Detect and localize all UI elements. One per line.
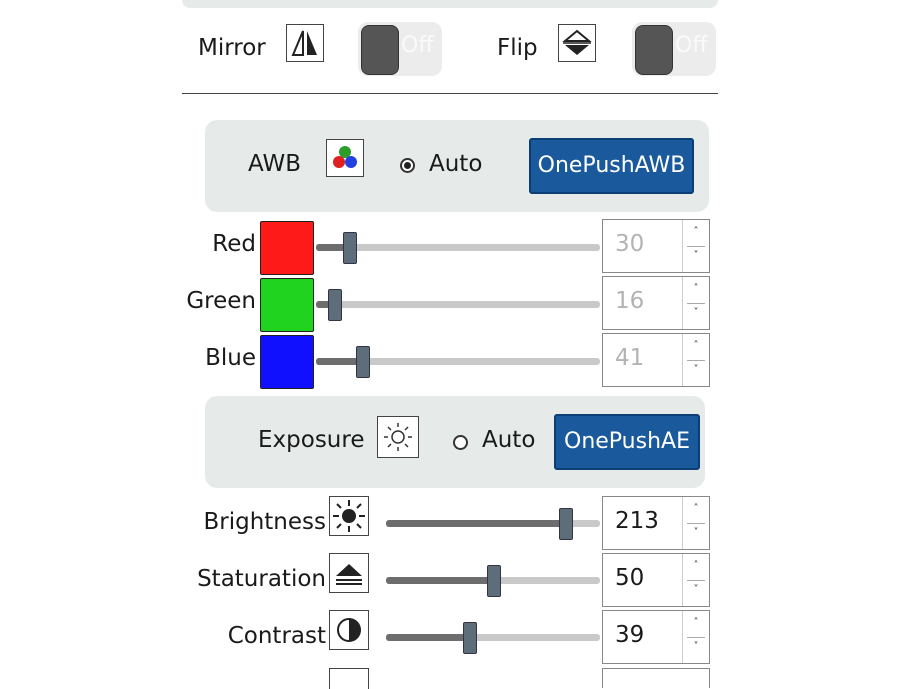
chevron-up-icon[interactable]: ˄ xyxy=(693,560,699,571)
chevron-up-icon[interactable]: ˄ xyxy=(693,283,699,294)
blue-swatch xyxy=(260,335,314,389)
flip-toggle-knob xyxy=(635,25,673,75)
awb-icon xyxy=(326,139,364,177)
red-spinbox[interactable]: 30˄˅ xyxy=(602,219,710,273)
red-slider-fill xyxy=(316,244,350,251)
brightness-slider-fill xyxy=(386,520,565,527)
flip-label: Flip xyxy=(497,35,538,61)
next-row-spinbox xyxy=(602,668,710,688)
red-swatch xyxy=(260,221,314,275)
brightness-slider-thumb[interactable] xyxy=(558,508,573,540)
contrast-spin-arrows[interactable]: ˄˅ xyxy=(682,611,709,663)
staturation-spin-arrows[interactable]: ˄˅ xyxy=(682,554,709,606)
next-row-icon xyxy=(329,668,369,689)
blue-spin-arrows[interactable]: ˄˅ xyxy=(682,334,709,386)
previous-panel-edge xyxy=(182,0,718,8)
blue-label: Blue xyxy=(205,345,256,371)
mirror-toggle-state: Off xyxy=(401,33,434,58)
green-swatch xyxy=(260,278,314,332)
chevron-up-icon[interactable]: ˄ xyxy=(693,340,699,351)
mirror-toggle-knob xyxy=(361,25,399,75)
green-slider-track[interactable] xyxy=(316,301,600,308)
green-spin-arrows[interactable]: ˄˅ xyxy=(682,277,709,329)
awb-label: AWB xyxy=(248,151,301,177)
awb-auto-label: Auto xyxy=(429,151,483,177)
blue-spinbox[interactable]: 41˄˅ xyxy=(602,333,710,387)
chevron-down-icon[interactable]: ˅ xyxy=(693,527,699,538)
red-value: 30 xyxy=(615,231,645,257)
contrast-icon xyxy=(329,610,369,650)
contrast-value: 39 xyxy=(615,622,645,648)
spin-divider xyxy=(687,303,705,304)
red-slider-thumb[interactable] xyxy=(343,232,358,264)
mirror-label: Mirror xyxy=(198,35,266,61)
chevron-down-icon[interactable]: ˅ xyxy=(693,364,699,375)
staturation-label: Staturation xyxy=(197,566,326,592)
chevron-up-icon[interactable]: ˄ xyxy=(693,503,699,514)
brightness-label: Brightness xyxy=(203,509,326,535)
green-label: Green xyxy=(186,288,256,314)
chevron-up-icon[interactable]: ˄ xyxy=(693,617,699,628)
green-value: 16 xyxy=(615,288,645,314)
red-label: Red xyxy=(212,231,256,257)
staturation-slider-fill xyxy=(386,577,493,584)
blue-value: 41 xyxy=(615,345,645,371)
chevron-up-icon[interactable]: ˄ xyxy=(693,226,699,237)
brightness-value: 213 xyxy=(615,508,659,534)
blue-slider-fill xyxy=(316,358,362,365)
mirror-icon xyxy=(286,24,324,62)
chevron-down-icon[interactable]: ˅ xyxy=(693,250,699,261)
staturation-value: 50 xyxy=(615,565,645,591)
chevron-down-icon[interactable]: ˅ xyxy=(693,584,699,595)
green-slider-fill xyxy=(316,301,334,308)
spin-divider xyxy=(687,360,705,361)
red-spin-arrows[interactable]: ˄˅ xyxy=(682,220,709,272)
contrast-spinbox[interactable]: 39˄˅ xyxy=(602,610,710,664)
brightness-slider-track[interactable] xyxy=(386,520,600,527)
brightness-icon xyxy=(329,496,369,536)
section-divider xyxy=(182,93,718,94)
saturation-icon xyxy=(329,553,369,593)
brightness-spin-arrows[interactable]: ˄˅ xyxy=(682,497,709,549)
onepush-awb-button[interactable]: OnePushAWB xyxy=(529,138,694,194)
exposure-label: Exposure xyxy=(258,427,365,453)
staturation-slider-thumb[interactable] xyxy=(487,565,501,597)
contrast-slider-fill xyxy=(386,634,470,641)
blue-slider-track[interactable] xyxy=(316,358,600,365)
chevron-down-icon[interactable]: ˅ xyxy=(693,641,699,652)
staturation-spinbox[interactable]: 50˄˅ xyxy=(602,553,710,607)
contrast-slider-thumb[interactable] xyxy=(463,622,478,654)
exposure-auto-label: Auto xyxy=(482,427,536,453)
green-slider-thumb[interactable] xyxy=(327,289,342,321)
flip-toggle-state: Off xyxy=(675,33,708,58)
flip-icon xyxy=(558,24,596,62)
contrast-slider-track[interactable] xyxy=(386,634,600,641)
blue-slider-thumb[interactable] xyxy=(355,346,370,378)
spin-divider xyxy=(687,580,705,581)
red-slider-track[interactable] xyxy=(316,244,600,251)
chevron-down-icon[interactable]: ˅ xyxy=(693,307,699,318)
spin-divider xyxy=(687,523,705,524)
sun-icon xyxy=(377,416,419,458)
mirror-toggle[interactable]: Off xyxy=(358,22,442,76)
spin-divider xyxy=(687,637,705,638)
spin-divider xyxy=(687,246,705,247)
green-spinbox[interactable]: 16˄˅ xyxy=(602,276,710,330)
onepush-ae-button[interactable]: OnePushAE xyxy=(554,414,700,470)
brightness-spinbox[interactable]: 213˄˅ xyxy=(602,496,710,550)
flip-toggle[interactable]: Off xyxy=(632,22,716,76)
awb-auto-radio[interactable] xyxy=(400,158,415,173)
exposure-auto-radio[interactable] xyxy=(453,435,468,450)
contrast-label: Contrast xyxy=(227,623,326,649)
